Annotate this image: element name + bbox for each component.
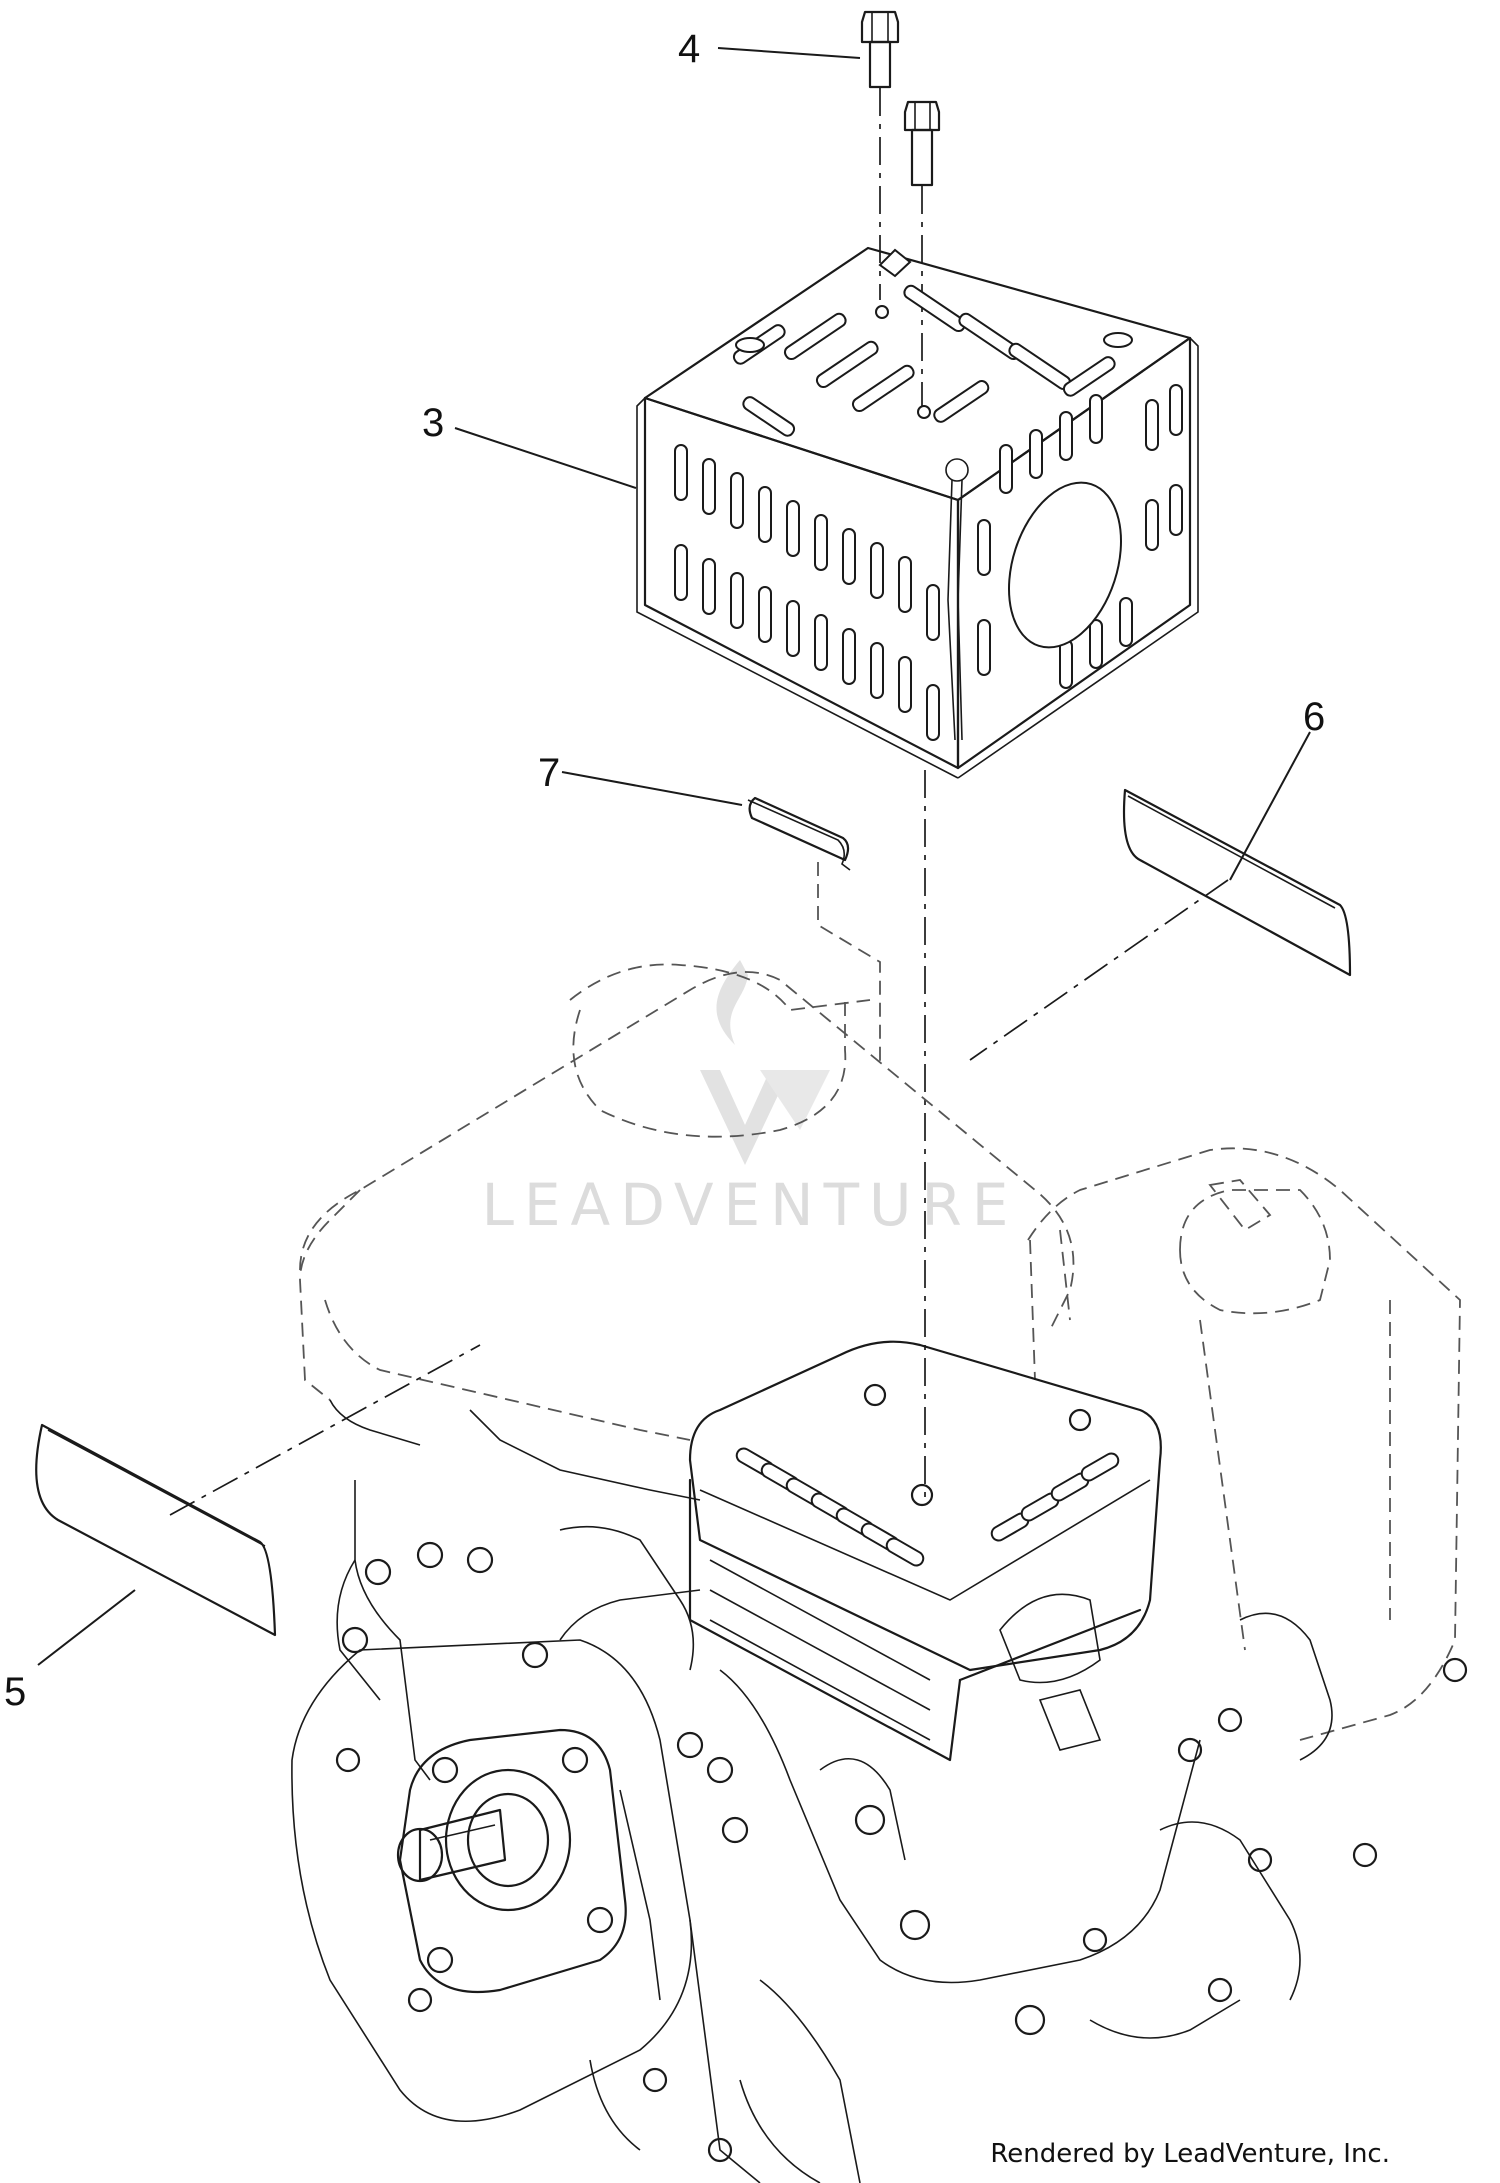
muffler-vents (735, 1447, 1120, 1567)
leader-6 (1229, 731, 1311, 881)
shield-top-vents (732, 248, 1133, 437)
leader-3 (454, 427, 637, 489)
engine-assembly (291, 963, 1468, 2183)
shield-right-vents (977, 384, 1183, 689)
shield-left-vents (674, 444, 940, 741)
callout-5: 5 (4, 1670, 26, 1714)
decal-right (1122, 788, 1352, 977)
leader-4 (717, 47, 861, 59)
watermark-text: LEADVENTURE (482, 1171, 1019, 1239)
callout-6: 6 (1303, 695, 1325, 739)
engine-bolts (335, 1541, 1468, 2163)
decal-small (747, 796, 851, 871)
watermark-logo (700, 960, 830, 1165)
callout-7: 7 (538, 751, 560, 795)
leader-7 (561, 771, 743, 806)
muffler-shield (636, 246, 1199, 779)
leader-5 (37, 1589, 136, 1666)
decal-left (35, 1423, 277, 1637)
shield-exhaust-opening (1008, 481, 1122, 649)
callout-3: 3 (422, 401, 444, 445)
bolt-front (860, 10, 900, 89)
render-credit: Rendered by LeadVenture, Inc. (990, 2139, 1390, 2169)
bolt-rear (903, 100, 941, 187)
callout-4: 4 (678, 27, 700, 71)
